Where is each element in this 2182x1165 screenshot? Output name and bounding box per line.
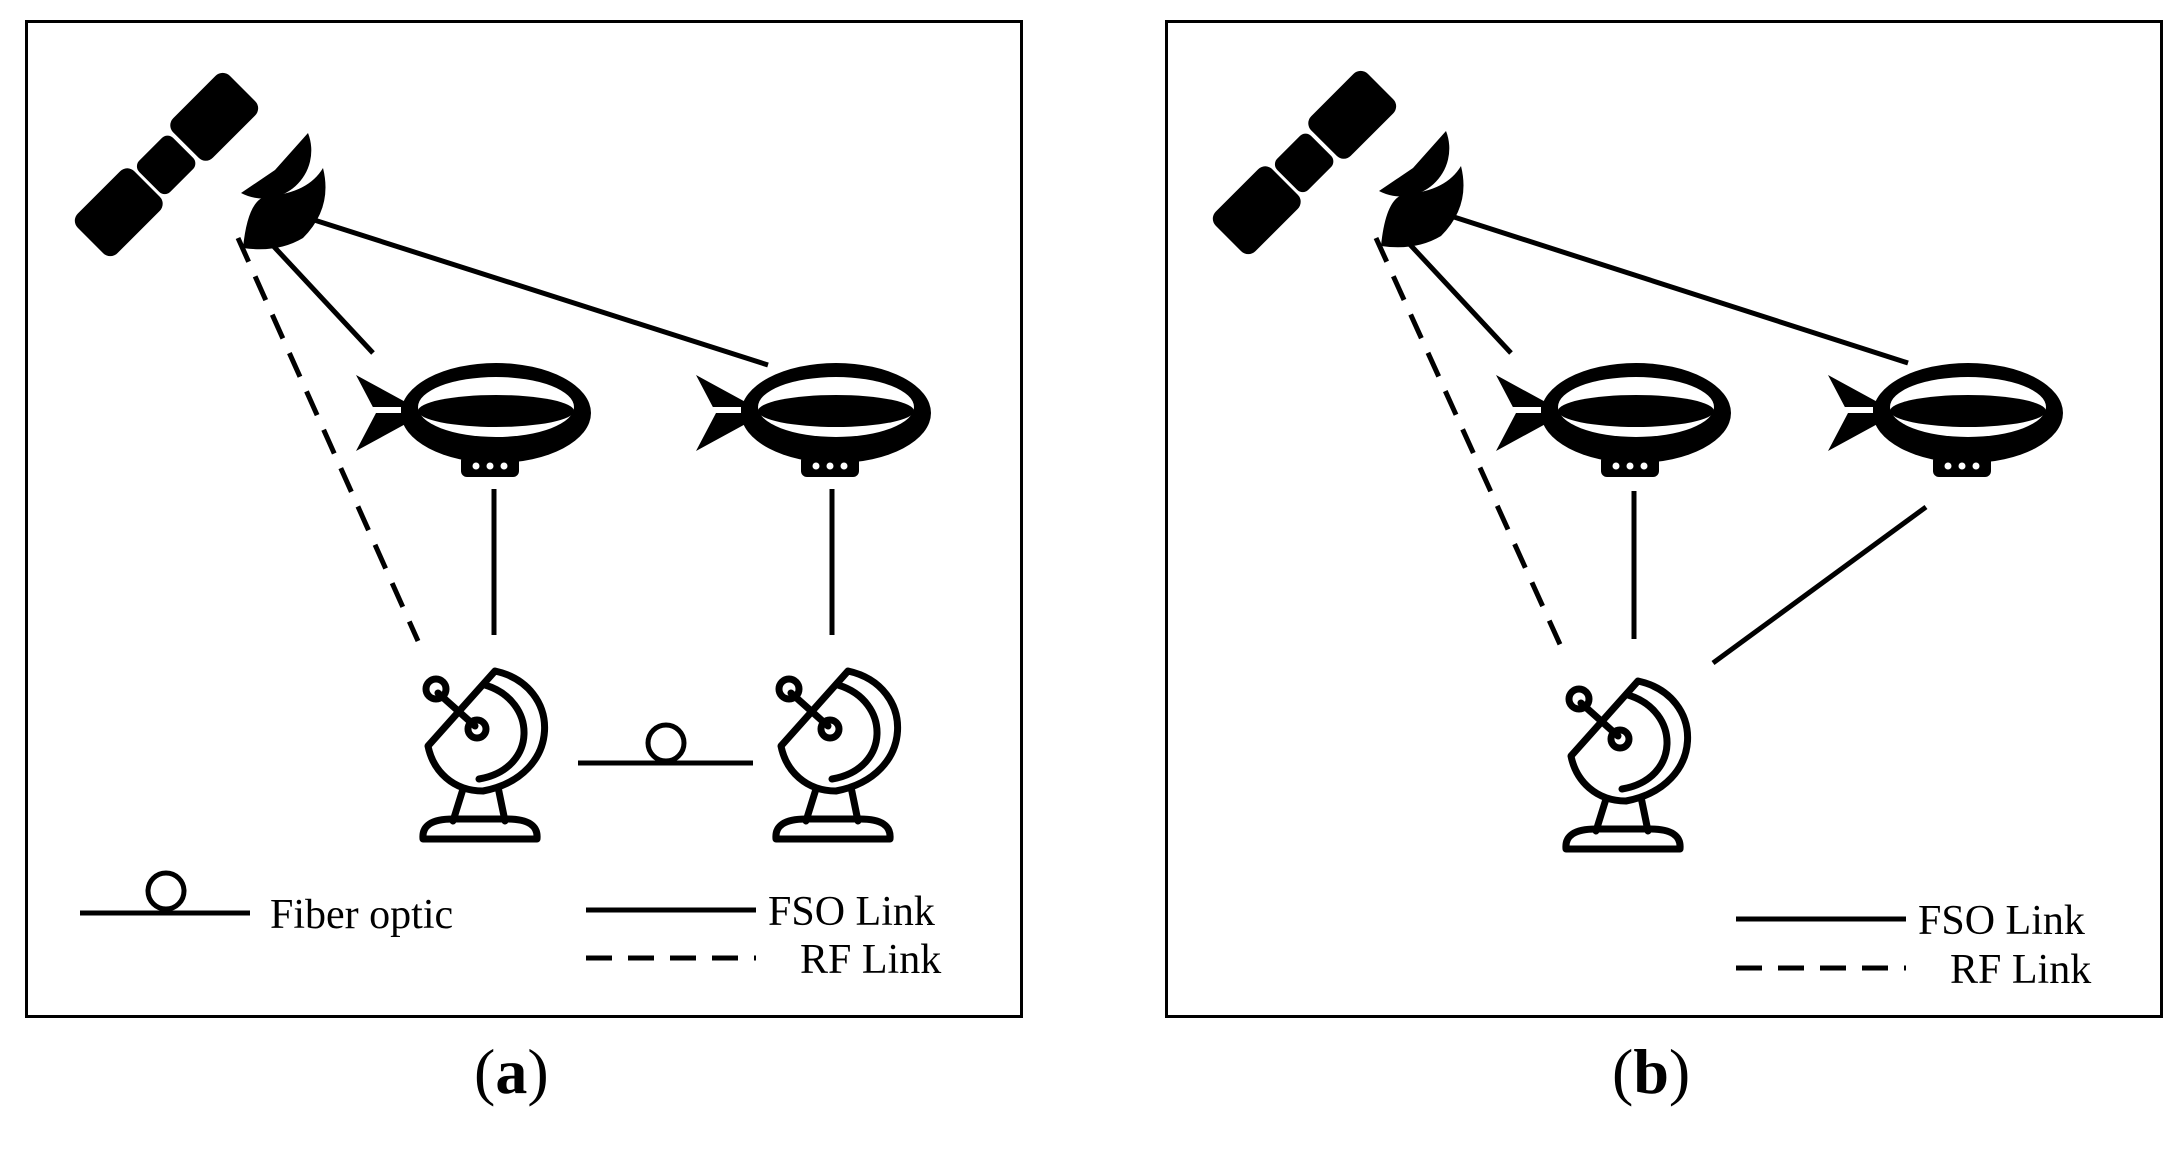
legend-fiber-icon [145,870,187,912]
satellite-icon [1208,66,1464,259]
rf-link-sat-to-station-1 [235,236,421,643]
fso-link-sat-to-airship-1 [262,234,375,355]
panel-a-diagram: Fiber optic FSO Link RF Link [70,68,941,983]
legend-fso-link-label: FSO Link [768,889,935,935]
fso-link-sat-to-airship-2 [285,208,769,368]
caption-a-letter: a [495,1036,528,1107]
satellite-dish-icon [776,671,898,839]
panel-b-diagram: FSO Link RF Link [1208,66,2091,993]
fso-link-airship-2-to-station [1711,504,1928,666]
satellite-icon [70,68,326,261]
airship-icon [1828,363,2063,477]
satellite-dish-icon [423,671,545,839]
panel-b: FSO Link RF Link [1165,20,2163,1018]
legend-rf-link-label: RF Link [800,937,941,983]
satellite-dish-icon [1566,681,1688,849]
caption-b-letter: b [1633,1036,1669,1107]
rf-link-sat-to-station [1373,236,1566,653]
fso-link-sat-to-airship-2 [1425,205,1909,366]
legend-fso-link-label: FSO Link [1918,898,2085,944]
airship-icon [1496,363,1731,477]
fso-link-sat-to-airship-1 [1400,234,1513,355]
legend-fiber-optic-label: Fiber optic [270,892,453,938]
caption-a: (a) [474,1036,549,1107]
legend-rf-link-label: RF Link [1950,947,2091,993]
caption-b: (b) [1612,1036,1691,1107]
airship-icon [696,363,931,477]
panel-a: Fiber optic FSO Link RF Link [25,20,1023,1018]
fiber-optic-icon [645,722,687,764]
airship-icon [356,363,591,477]
